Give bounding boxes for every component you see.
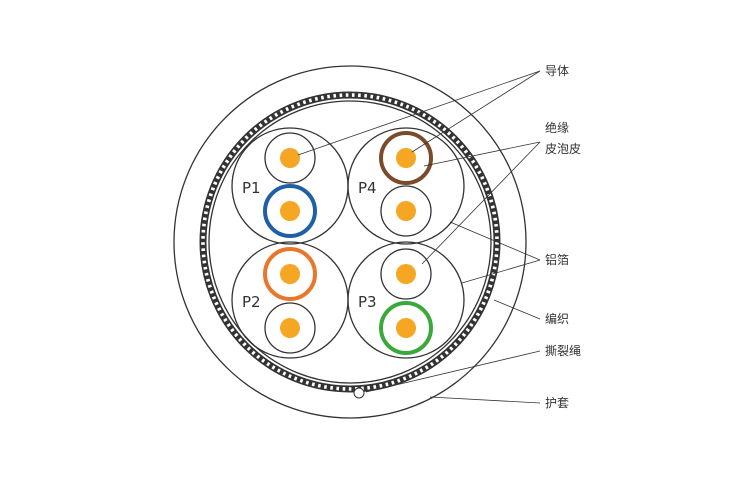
label-ripcord: 撕裂绳: [545, 344, 581, 358]
pair-label-p1: P1: [242, 179, 261, 197]
label-conductor: 导体: [545, 64, 569, 78]
jacket-outer: [173, 65, 527, 419]
label-foil: 铝箔: [545, 252, 569, 267]
label-insulation-1: 绝缘: [545, 120, 569, 135]
pair-label-p2: P2: [242, 293, 261, 311]
leader-lines: [297, 70, 541, 404]
braid-layer: [199, 91, 501, 393]
pair-label-p4: P4: [358, 179, 377, 197]
pair-p1: [231, 127, 349, 245]
label-insulation-2: 皮泡皮: [545, 142, 581, 156]
pair-p2: [231, 241, 349, 359]
foil-layer: [208, 100, 492, 384]
label-jacket: 护套: [545, 396, 569, 410]
ripcord: [353, 387, 365, 399]
pair-label-p3: P3: [358, 293, 377, 311]
label-braid: 编织: [545, 311, 569, 326]
pair-p4: [347, 127, 465, 245]
pair-p3: [347, 241, 465, 359]
